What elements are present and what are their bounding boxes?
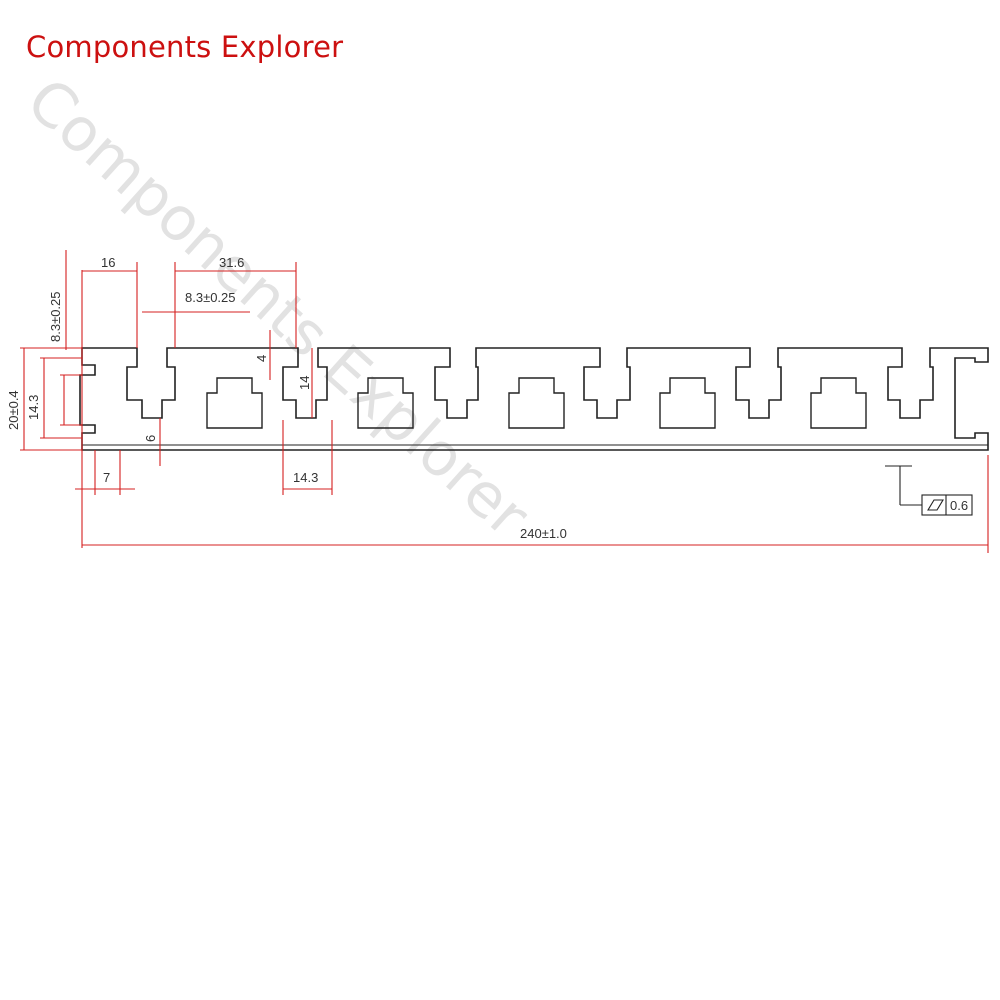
- flatness-leader: [885, 465, 973, 516]
- profile-outline: [79, 347, 989, 451]
- dim-edge-slot-depth: 8.3±0.25: [48, 291, 63, 342]
- dim-slot-pitch: 31.6: [219, 255, 244, 270]
- dim-segment: 14.3: [293, 470, 318, 485]
- cavity-3: [508, 377, 565, 429]
- dim-slot-depth: 14: [297, 376, 312, 390]
- dim-edge-offset: 7: [103, 470, 110, 485]
- dim-lip: 4: [254, 355, 269, 362]
- cavity-5: [810, 377, 867, 429]
- cavity-2: [357, 377, 414, 429]
- brand-title: Components Explorer: [26, 30, 344, 64]
- dim-wall: 6: [143, 435, 158, 442]
- dim-height: 20±0.4: [6, 390, 21, 430]
- dim-flatness: 0.6: [950, 498, 968, 513]
- cavity-4: [659, 377, 716, 429]
- cavity-1: [206, 377, 263, 429]
- dim-inner-height: 14.3: [26, 395, 41, 420]
- dimension-lines: [20, 250, 989, 553]
- dim-length: 240±1.0: [520, 526, 567, 541]
- dim-slot-opening: 16: [101, 255, 115, 270]
- dim-slot-width: 8.3±0.25: [185, 290, 236, 305]
